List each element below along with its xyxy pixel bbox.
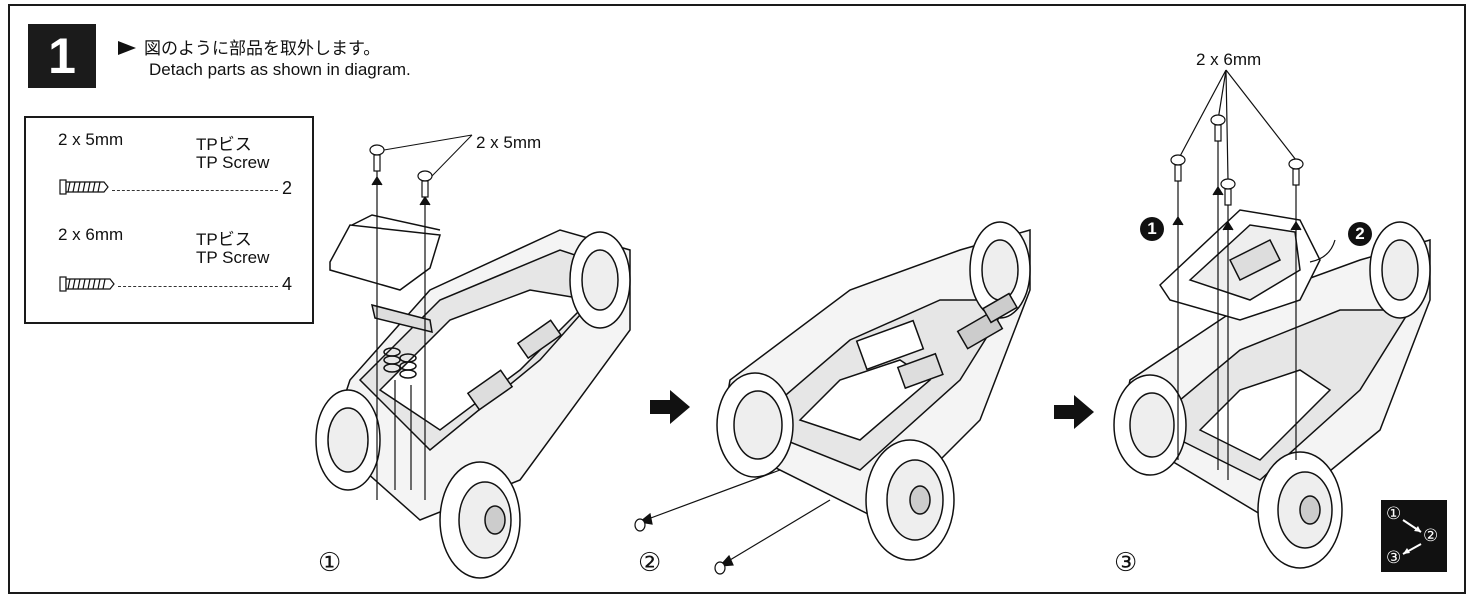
screw-icons-top-3 <box>1170 114 1304 206</box>
instruction-en: Detach parts as shown in diagram. <box>149 60 411 79</box>
substep-2: ② <box>638 548 662 578</box>
part-2-name-ja: TPビス <box>196 230 252 249</box>
part-2-size: 2 x 6mm <box>58 225 124 244</box>
screw-6mm-icon <box>59 276 115 292</box>
next-arrow-icon-1 <box>650 390 690 424</box>
chassis-drawing-1 <box>315 214 631 579</box>
chassis-drawing-2 <box>716 221 1031 561</box>
screw-icons-top-1 <box>369 144 433 198</box>
substep-1: ① <box>318 548 342 578</box>
legend-2: ② <box>1423 526 1439 546</box>
callout-screw-6mm: 2 x 6mm <box>1196 50 1262 69</box>
screw-arrows-1 <box>371 150 431 500</box>
part-2-leader <box>118 286 278 287</box>
order-marker-1: 1 <box>1140 217 1164 241</box>
callout-screw-5mm: 2 x 5mm <box>476 133 542 152</box>
screw-5mm-icon <box>59 179 109 195</box>
part-1-name-en: TP Screw <box>196 153 270 172</box>
part-1-leader <box>112 190 278 191</box>
parts-list: 2 x 5mm TPビス TP Screw 2 2 x 6mm TPビス TP … <box>24 116 314 324</box>
instruction-text: 図のように部品を取外します。 Detach parts as shown in … <box>118 38 411 80</box>
screw-arrows-3 <box>1172 69 1336 480</box>
legend-1: ① <box>1386 504 1402 524</box>
pointer-triangle-icon <box>118 41 136 55</box>
order-legend: ① ② ③ <box>1381 500 1447 572</box>
part-2-name-en: TP Screw <box>196 248 270 267</box>
legend-arrows-icon <box>1402 519 1422 555</box>
part-2-qty: 4 <box>282 274 293 294</box>
chassis-drawing-3 <box>1113 209 1431 569</box>
callout-leader-1 <box>383 134 473 177</box>
order-marker-2: 2 <box>1348 222 1372 246</box>
instruction-frame <box>8 4 1466 594</box>
step-number: 1 <box>28 24 96 88</box>
next-arrow-icon-2 <box>1054 395 1094 429</box>
long-screws-2 <box>634 469 831 575</box>
substep-3: ③ <box>1114 548 1138 578</box>
part-1-qty: 2 <box>282 178 293 198</box>
part-1-name-ja: TPビス <box>196 135 252 154</box>
legend-3: ③ <box>1386 548 1402 568</box>
part-1-size: 2 x 5mm <box>58 130 124 149</box>
instruction-ja: 図のように部品を取外します。 <box>144 39 381 58</box>
